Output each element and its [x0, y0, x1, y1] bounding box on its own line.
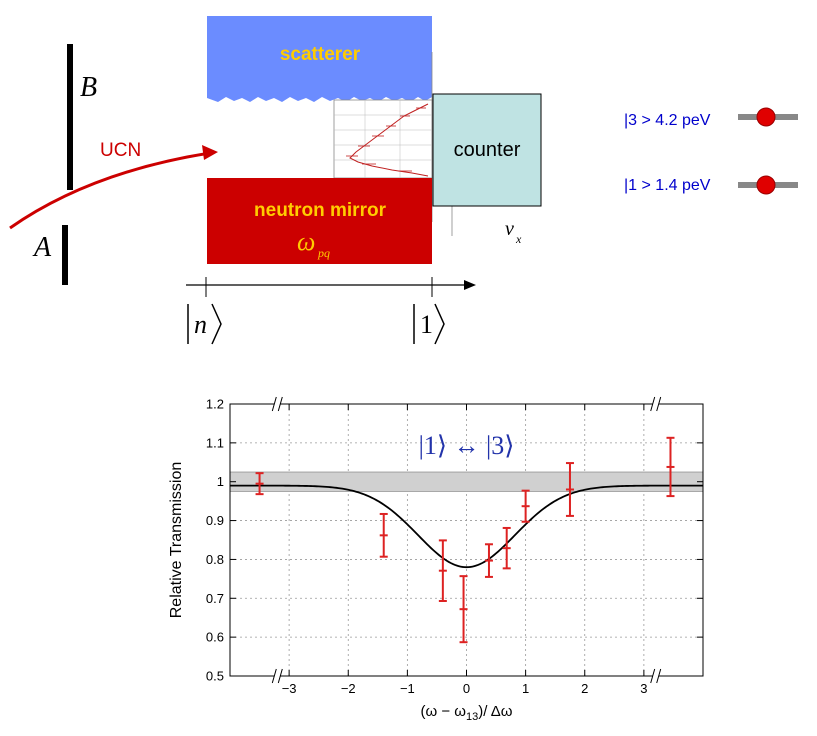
- data-point: [565, 462, 574, 517]
- label-A: A: [32, 232, 52, 263]
- data-points: [255, 436, 675, 644]
- axis-break-mark: [650, 396, 656, 412]
- x-axis-label: (ω − ω13)/ Δω: [421, 703, 513, 723]
- ucn-trajectory: [9, 151, 211, 230]
- y-tick-label: 0.7: [206, 591, 224, 606]
- ucn-label: UCN: [100, 140, 141, 161]
- y-tick-label: 0.5: [206, 669, 224, 684]
- velocity-symbol: v: [505, 218, 514, 240]
- data-point: [666, 436, 675, 498]
- x-tick-label: 1: [522, 681, 529, 696]
- scatterer-block: [207, 16, 432, 102]
- x-tick-label: 0: [463, 681, 470, 696]
- experiment-schematic: B A UCN scatterer: [9, 16, 798, 345]
- y-tick-label: 0.9: [206, 513, 224, 528]
- x-tick-label: −1: [400, 681, 415, 696]
- x-tick-label: −2: [341, 681, 356, 696]
- scatterer-label: scatterer: [280, 44, 361, 65]
- y-tick-label: 0.6: [206, 630, 224, 645]
- axis-break-mark: [656, 668, 662, 684]
- velocity-subscript: x: [515, 232, 522, 246]
- data-point: [459, 575, 468, 644]
- y-tick-label: 1.2: [206, 397, 224, 412]
- axis-breaks: [271, 396, 662, 684]
- mirror-frequency-symbol: ω: [297, 227, 315, 256]
- reference-band: [229, 471, 704, 492]
- counter-label: counter: [454, 139, 521, 161]
- y-tick-label: 0.8: [206, 552, 224, 567]
- y-tick-label: 1.1: [206, 435, 224, 450]
- height-distribution-inset: [333, 52, 453, 236]
- axis-break-mark: [271, 668, 277, 684]
- chart-title: |1⟩ ↔ |3⟩: [419, 431, 515, 460]
- axis-break-mark: [650, 668, 656, 684]
- y-axis-label: Relative Transmission: [168, 462, 185, 619]
- counter-box: [432, 93, 542, 207]
- axis-break-gap: [274, 669, 281, 683]
- state-axis-arrowhead: [464, 280, 476, 290]
- x-tick-label: −3: [282, 681, 297, 696]
- data-point: [255, 472, 264, 496]
- transmission-chart: −3 −2 −1 0 1 2 3 0.5 0.6 0.7 0.8 0.9 1 1.1 1.2 |1⟩ ↔ |…: [168, 396, 704, 723]
- mirror-frequency-subscript: pq: [317, 246, 330, 260]
- svg-text:|3 > 4.2 peV: |3 > 4.2 peV: [624, 112, 711, 129]
- axis-break-mark: [656, 396, 662, 412]
- axis-ticks: −3 −2 −1 0 1 2 3 0.5 0.6 0.7 0.8 0.9 1 1.1 1.2: [206, 397, 703, 696]
- data-point: [484, 543, 493, 578]
- data-point: [379, 512, 388, 558]
- ucn-arrowhead: [202, 145, 218, 160]
- y-tick-label: 1: [217, 474, 224, 489]
- data-point: [521, 489, 530, 523]
- level-3-marker: [756, 107, 776, 127]
- axis-break-mark: [277, 396, 283, 412]
- svg-text:n: n: [194, 310, 207, 339]
- svg-text:|1 > 1.4 peV: |1 > 1.4 peV: [624, 177, 711, 194]
- data-point: [438, 539, 447, 603]
- label-B: B: [80, 72, 97, 103]
- energy-level-3: |3 > 4.2 peV: [624, 107, 798, 129]
- data-point: [502, 526, 511, 570]
- x-tick-label: 3: [640, 681, 647, 696]
- axis-break-gap: [652, 397, 659, 411]
- neutron-mirror-block: [207, 178, 432, 264]
- x-tick-label: 2: [581, 681, 588, 696]
- ket-1: 1: [413, 303, 445, 345]
- level-1-marker: [756, 175, 776, 195]
- axis-break-mark: [271, 396, 277, 412]
- energy-level-1: |1 > 1.4 peV: [624, 175, 798, 195]
- axis-break-gap: [274, 397, 281, 411]
- ket-n: n: [187, 303, 222, 345]
- neutron-mirror-label: neutron mirror: [254, 200, 387, 221]
- svg-text:1: 1: [420, 310, 433, 339]
- axis-break-gap: [652, 669, 659, 683]
- axis-break-mark: [277, 668, 283, 684]
- fit-curve: [230, 484, 703, 569]
